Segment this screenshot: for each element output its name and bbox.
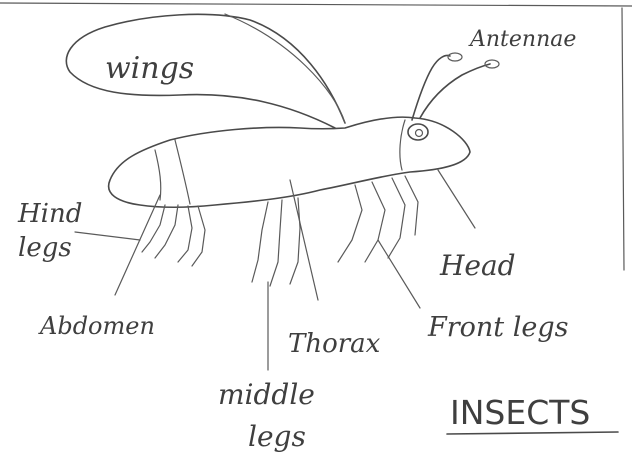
hind-legs-pointer (75, 232, 140, 240)
insect-antennae (412, 53, 499, 120)
insect-legs (142, 176, 418, 286)
label-thorax: Thorax (288, 329, 381, 359)
label-middle-legs-line2: legs (248, 420, 306, 453)
thorax-pointer (290, 180, 318, 300)
head-pointer (438, 170, 475, 228)
title-underline (447, 432, 618, 434)
label-front-legs: Front legs (427, 312, 568, 343)
label-abdomen: Abdomen (38, 312, 155, 340)
abdomen-pointer (115, 195, 160, 295)
label-hind-legs-line1: Hind (17, 199, 82, 229)
front-legs-pointer (378, 240, 420, 308)
insect-eye (408, 124, 428, 140)
label-hind-legs-line2: legs (18, 233, 72, 263)
label-antennae: Antennae (468, 27, 576, 52)
label-wings: wings (105, 51, 194, 86)
label-head: Head (439, 249, 516, 282)
diagram-title: INSECTS (450, 393, 590, 432)
label-middle-legs-line1: middle (218, 378, 315, 411)
